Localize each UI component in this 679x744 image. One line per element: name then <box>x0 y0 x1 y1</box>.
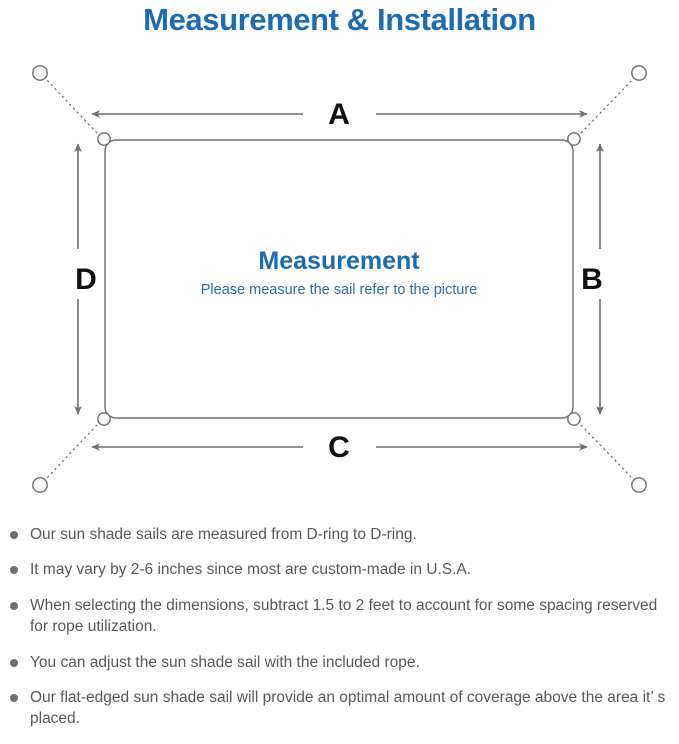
sail-shape <box>104 139 574 419</box>
list-item: It may vary by 2-6 inches since most are… <box>0 559 679 580</box>
dimension-label-a: A <box>328 98 350 131</box>
anchor-point-bottom-right-icon <box>631 477 647 493</box>
anchor-point-top-left-icon <box>32 65 48 81</box>
dimension-label-b: B <box>581 263 603 296</box>
page-title: Measurement & Installation <box>143 2 536 37</box>
note-text: You can adjust the sun shade sail with t… <box>30 653 420 671</box>
list-item: Our flat-edged sun shade sail will provi… <box>0 687 679 730</box>
dimension-label-d: D <box>75 263 97 296</box>
dimension-line-c: C <box>91 431 588 464</box>
list-item: You can adjust the sun shade sail with t… <box>0 652 679 673</box>
note-text: Our sun shade sails are measured from D-… <box>30 526 417 543</box>
dimension-line-b: B <box>581 143 604 415</box>
list-item: Our sun shade sails are measured from D-… <box>0 524 679 545</box>
list-item: When selecting the dimensions, subtract … <box>0 595 679 638</box>
note-text: It may vary by 2-6 inches since most are… <box>30 561 472 579</box>
d-ring-top-left-icon <box>97 132 111 146</box>
dimension-line-a: A <box>91 98 588 131</box>
bullet-icon <box>10 601 18 610</box>
rope-top-left <box>44 77 98 134</box>
note-text: When selecting the dimensions, subtract … <box>30 596 658 636</box>
rope-bottom-right <box>580 424 635 481</box>
sail-sublabel: Please measure the sail refer to the pic… <box>201 282 477 298</box>
anchor-point-top-right-icon <box>631 65 647 81</box>
notes-list: Our sun shade sails are measured from D-… <box>0 524 679 744</box>
sail-label: Measurement <box>258 247 420 275</box>
rope-bottom-left <box>44 424 98 481</box>
d-ring-bottom-right-icon <box>567 412 581 426</box>
dimension-label-c: C <box>328 431 350 464</box>
bullet-icon <box>10 693 18 702</box>
d-ring-top-right-icon <box>567 132 581 146</box>
measurement-diagram: Measurement Please measure the sail refe… <box>32 65 647 493</box>
bullet-icon <box>10 531 18 539</box>
bullet-icon <box>10 566 18 575</box>
d-ring-bottom-left-icon <box>97 412 111 426</box>
anchor-point-bottom-left-icon <box>32 477 48 493</box>
note-text: Our flat-edged sun shade sail will provi… <box>30 688 666 728</box>
bullet-icon <box>10 658 18 667</box>
dimension-line-d: D <box>74 143 97 415</box>
rope-top-right <box>580 77 635 134</box>
